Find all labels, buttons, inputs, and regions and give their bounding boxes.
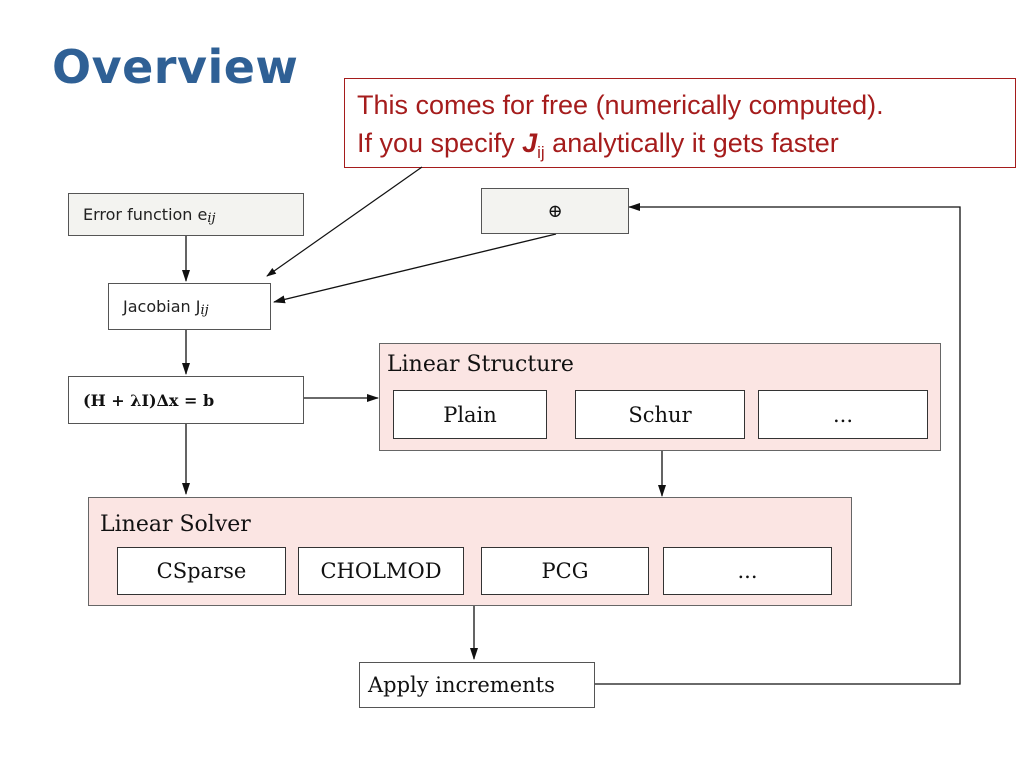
arrow-oplus-to-jacobian <box>273 233 557 304</box>
jacobian-label: Jacobian J <box>123 297 201 316</box>
apply-increments-label: Apply increments <box>368 673 555 697</box>
linear-structure-label: Linear Structure <box>387 352 574 377</box>
callout-line-1: This comes for free (numerically compute… <box>357 90 884 120</box>
callout-symbol: J <box>522 128 538 158</box>
callout-prefix: If you specify <box>357 128 523 158</box>
error-function-label: Error function e <box>83 205 208 224</box>
structure-option-schur[interactable]: Schur <box>575 390 745 439</box>
apply-increments-node: Apply increments <box>359 662 595 708</box>
linear-solver-group: Linear Solver CSparse CHOLMOD PCG ... <box>88 497 852 606</box>
structure-option-plain[interactable]: Plain <box>393 390 547 439</box>
callout-pointer-arrow <box>266 166 423 277</box>
solver-option-cholmod[interactable]: CHOLMOD <box>298 547 464 595</box>
callout-subscript: ij <box>537 143 545 162</box>
equation-node: (H + λI)Δx = b <box>68 376 304 424</box>
error-function-subscript: ij <box>207 211 216 226</box>
arrow-feedback-loop <box>595 203 961 685</box>
page-title: Overview <box>52 40 299 94</box>
solver-option-more[interactable]: ... <box>663 547 832 595</box>
linear-solver-label: Linear Solver <box>100 512 251 537</box>
solver-option-pcg[interactable]: PCG <box>481 547 649 595</box>
callout-note: This comes for free (numerically compute… <box>344 78 1016 168</box>
oplus-node: ⊕ <box>481 188 629 234</box>
callout-line-2: If you specify Jij analytically it gets … <box>357 124 1015 166</box>
solver-option-csparse[interactable]: CSparse <box>117 547 286 595</box>
oplus-symbol: ⊕ <box>547 200 563 222</box>
structure-option-more[interactable]: ... <box>758 390 928 439</box>
jacobian-subscript: ij <box>200 303 209 318</box>
linear-structure-group: Linear Structure Plain Schur ... <box>379 343 941 451</box>
equation-label: (H + λI)Δx = b <box>83 390 215 410</box>
callout-suffix: analytically it gets faster <box>544 128 839 158</box>
